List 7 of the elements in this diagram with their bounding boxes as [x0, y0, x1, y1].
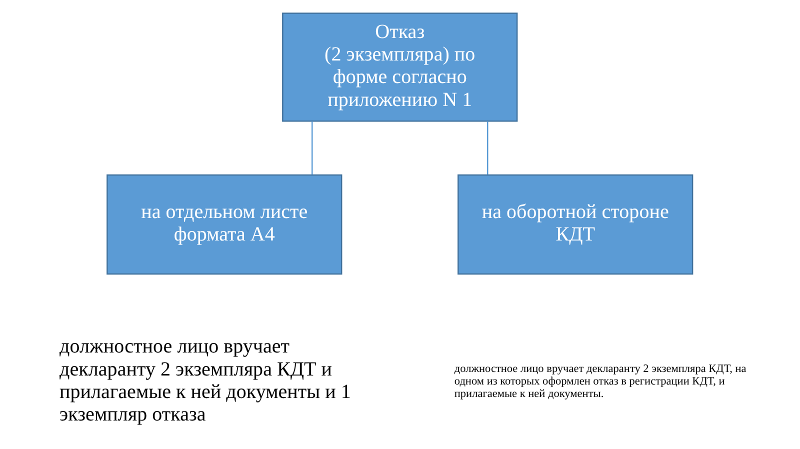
label: должностное лицо вручает декларанту 2 экземпляра КДТ, на одном из которых оформлен отказ в регистрации КДТ, и прилагаемые к ней документы. — [454, 363, 746, 400]
connector — [486, 121, 488, 174]
label: должностное лицо вручает декларанту 2 экземпляра КДТ и прилагаемые к ней документы и 1 экземпляр отказа — [59, 336, 350, 426]
node-box: на оборотной стороне КДТ — [457, 174, 693, 275]
connector — [311, 121, 312, 174]
node-box: на отдельном листе формата А4 — [106, 174, 342, 275]
node-box: Отказ (2 экземпляра) по форме согласно приложению N 1 — [282, 12, 518, 122]
